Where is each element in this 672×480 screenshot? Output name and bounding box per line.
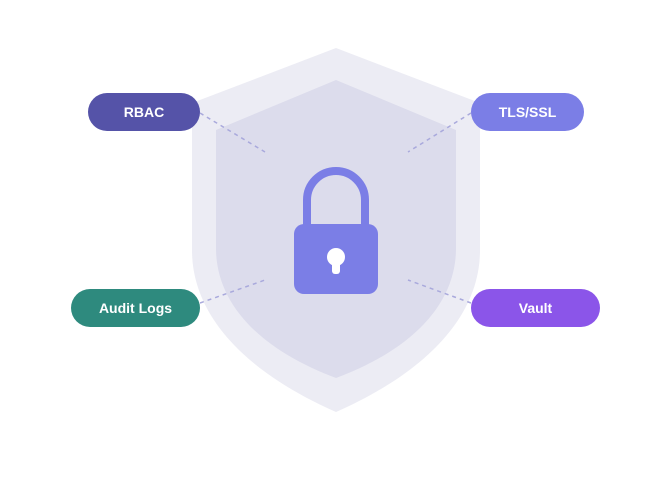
- node-tls-ssl-label: TLS/SSL: [498, 104, 557, 120]
- padlock-icon: [294, 167, 378, 294]
- keyhole-icon: [327, 248, 345, 274]
- connector-vault: [407, 279, 472, 304]
- lock-shackle: [303, 167, 369, 230]
- connector-audit: [199, 279, 266, 304]
- node-vault[interactable]: Vault: [471, 289, 600, 327]
- node-audit-logs[interactable]: Audit Logs: [71, 289, 200, 327]
- node-audit-logs-label: Audit Logs: [98, 300, 173, 316]
- node-vault-label: Vault: [518, 300, 553, 316]
- node-rbac-label: RBAC: [123, 104, 165, 120]
- node-rbac[interactable]: RBAC: [88, 93, 200, 131]
- node-tls-ssl[interactable]: TLS/SSL: [471, 93, 584, 131]
